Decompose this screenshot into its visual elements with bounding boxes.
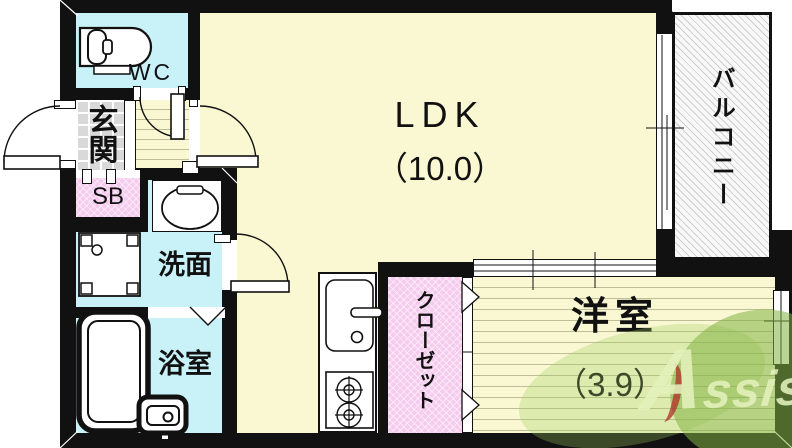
shoebox-door-tab xyxy=(106,169,116,184)
top-wall-chamfer xyxy=(656,0,673,13)
door-jamb xyxy=(54,100,76,109)
bathroom-folding-door xyxy=(189,306,227,326)
room-ldk-mid xyxy=(237,168,656,262)
label-shoebox: SB xyxy=(91,183,124,210)
wc-door xyxy=(139,93,185,140)
bathroom-doorway xyxy=(148,307,225,318)
washroom-doorway xyxy=(222,240,237,290)
hand-basin-fixture xyxy=(136,394,189,441)
label-wc: WC xyxy=(128,59,174,85)
room-entrance xyxy=(76,100,124,172)
label-washroom: 洗面 xyxy=(158,250,212,280)
label-entrance: 玄関 xyxy=(83,104,117,164)
closet-door-arrow xyxy=(461,280,480,314)
closet-door-arrow xyxy=(461,388,480,422)
hall-ldk-doorway xyxy=(189,100,200,163)
kitchen-sink xyxy=(325,279,383,352)
ldk-western-sliding-door xyxy=(473,259,657,277)
label-ldk: LDK xyxy=(394,94,486,135)
room-closet xyxy=(388,277,462,433)
label-ldk-size: （10.0） xyxy=(374,150,506,187)
hall-ldk-door xyxy=(196,105,259,168)
door-jamb xyxy=(133,86,141,101)
label-balcony: バルコニー xyxy=(707,66,735,211)
kitchen-stove xyxy=(325,371,374,429)
room-balcony xyxy=(672,12,772,260)
room-ldk-upper xyxy=(200,13,656,168)
entrance-door xyxy=(3,105,61,170)
washroom-door xyxy=(230,233,290,293)
label-closet: クローゼット xyxy=(412,290,434,410)
washing-machine-pan xyxy=(78,232,141,297)
toilet-fixture xyxy=(78,26,153,75)
entrance-doorway xyxy=(60,108,76,163)
shoebox-door-tab xyxy=(82,169,92,184)
balcony-sliding-window xyxy=(656,33,673,230)
door-jamb xyxy=(189,99,198,107)
label-bathroom: 浴室 xyxy=(158,349,212,379)
room-shoebox xyxy=(76,178,140,217)
label-western-size: （3.9） xyxy=(554,366,666,403)
label-western-room: 洋室 xyxy=(570,296,659,338)
closet-sliding-track xyxy=(462,277,473,433)
door-jamb xyxy=(214,234,231,243)
bathtub-fixture xyxy=(76,309,151,434)
washbasin-fixture xyxy=(161,185,219,230)
